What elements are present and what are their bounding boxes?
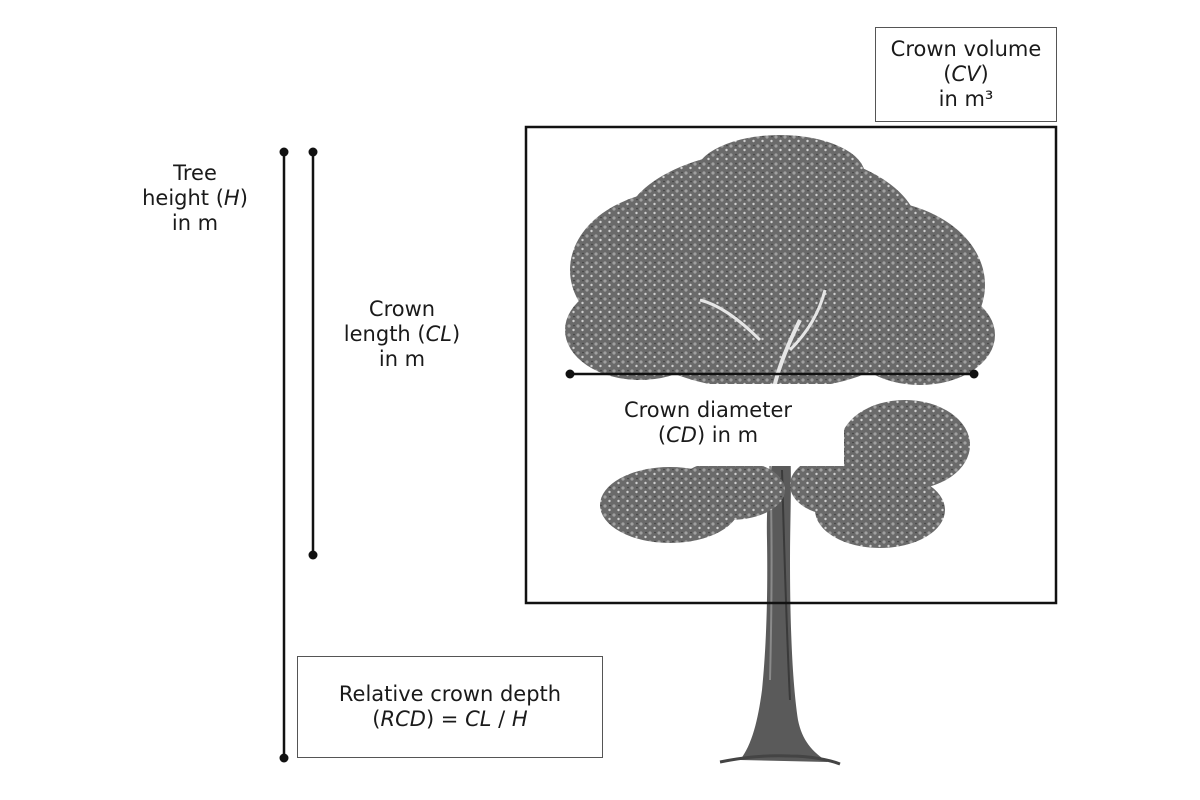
crown-length-label: Crown length (CL) in m — [322, 297, 482, 372]
relative-crown-depth-line1: Relative crown depth — [338, 682, 562, 706]
crown-length-line — [308, 147, 318, 560]
crown-diameter-line2: (CD) in m — [657, 423, 759, 447]
crown-volume-line2: (CV) — [943, 62, 989, 86]
crown-volume-line3: in m³ — [938, 87, 994, 111]
tree-height-line — [279, 147, 289, 763]
crown-length-line3: in m — [378, 347, 426, 371]
crown-diameter-line1: Crown diameter — [623, 398, 793, 422]
crown-volume-label: Crown volume (CV) in m³ — [875, 27, 1057, 122]
tree-height-label: Tree height (H) in m — [120, 161, 270, 236]
tree-height-line1: Tree — [173, 161, 217, 185]
crown-diameter-label: Crown diameter (CD) in m — [572, 384, 844, 466]
crown-volume-box — [524, 125, 1058, 605]
crown-volume-line1: Crown volume — [890, 37, 1042, 61]
crown-length-line1: Crown — [368, 297, 436, 321]
tree-crown — [565, 135, 995, 548]
tree-height-line2: height (H) — [142, 186, 248, 210]
tree-height-line3: in m — [171, 211, 219, 235]
relative-crown-depth-label: Relative crown depth (RCD) = CL / H — [297, 656, 603, 758]
crown-length-line2: length (CL) — [343, 322, 461, 346]
relative-crown-depth-formula: (RCD) = CL / H — [372, 707, 528, 731]
crown-diameter-line — [565, 369, 979, 379]
